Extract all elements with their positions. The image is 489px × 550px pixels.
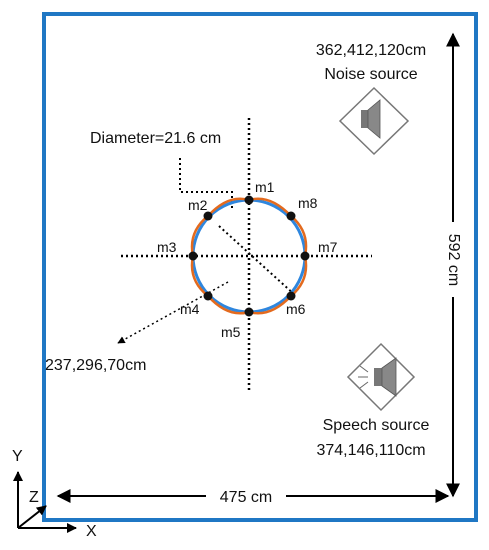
mic-labels: m1 m2 m3 m4 m5 m6 m7 m8 bbox=[157, 179, 338, 340]
mic-m1 bbox=[244, 195, 254, 205]
array-axes bbox=[117, 118, 372, 392]
microphone-array bbox=[188, 195, 310, 317]
room-height-label: 592 cm bbox=[445, 234, 462, 286]
mic-m2 bbox=[203, 211, 213, 221]
noise-source-coords: 362,412,120cm bbox=[316, 42, 426, 59]
axis-z-label: Z bbox=[29, 489, 39, 506]
noise-speaker-icon bbox=[338, 86, 410, 156]
mic-m7 bbox=[300, 251, 310, 261]
mic-label-m2: m2 bbox=[188, 197, 208, 213]
noise-source: 362,412,120cm Noise source bbox=[316, 42, 426, 156]
diameter-label: Diameter=21.6 cm bbox=[90, 130, 221, 147]
speech-source-coords: 374,146,110cm bbox=[316, 442, 425, 459]
speech-source: Speech source 374,146,110cm bbox=[316, 342, 430, 459]
width-dimension: 475 cm bbox=[56, 489, 450, 506]
height-dimension: 592 cm bbox=[445, 32, 462, 498]
mic-m4 bbox=[203, 291, 213, 301]
mic-label-m8: m8 bbox=[298, 195, 318, 211]
speech-speaker-icon bbox=[346, 342, 416, 412]
mic-m3 bbox=[188, 251, 198, 261]
room-border bbox=[42, 12, 478, 522]
mic-label-m6: m6 bbox=[286, 301, 306, 317]
mic-label-m1: m1 bbox=[255, 179, 275, 195]
coordinate-axes: Y Z X bbox=[12, 448, 97, 540]
axis-x-label: X bbox=[86, 523, 97, 540]
mic-label-m7: m7 bbox=[318, 239, 338, 255]
noise-source-label: Noise source bbox=[324, 66, 417, 83]
mic-label-m4: m4 bbox=[180, 301, 200, 317]
axis-y-label: Y bbox=[12, 448, 23, 465]
array-center-coords: 237,296,70cm bbox=[45, 357, 146, 374]
mic-m6 bbox=[286, 291, 296, 301]
mic-m8 bbox=[286, 211, 296, 221]
mic-label-m5: m5 bbox=[221, 324, 241, 340]
speech-source-label: Speech source bbox=[323, 417, 430, 434]
mic-m5 bbox=[244, 307, 254, 317]
mic-label-m3: m3 bbox=[157, 239, 177, 255]
room-width-label: 475 cm bbox=[220, 489, 272, 506]
